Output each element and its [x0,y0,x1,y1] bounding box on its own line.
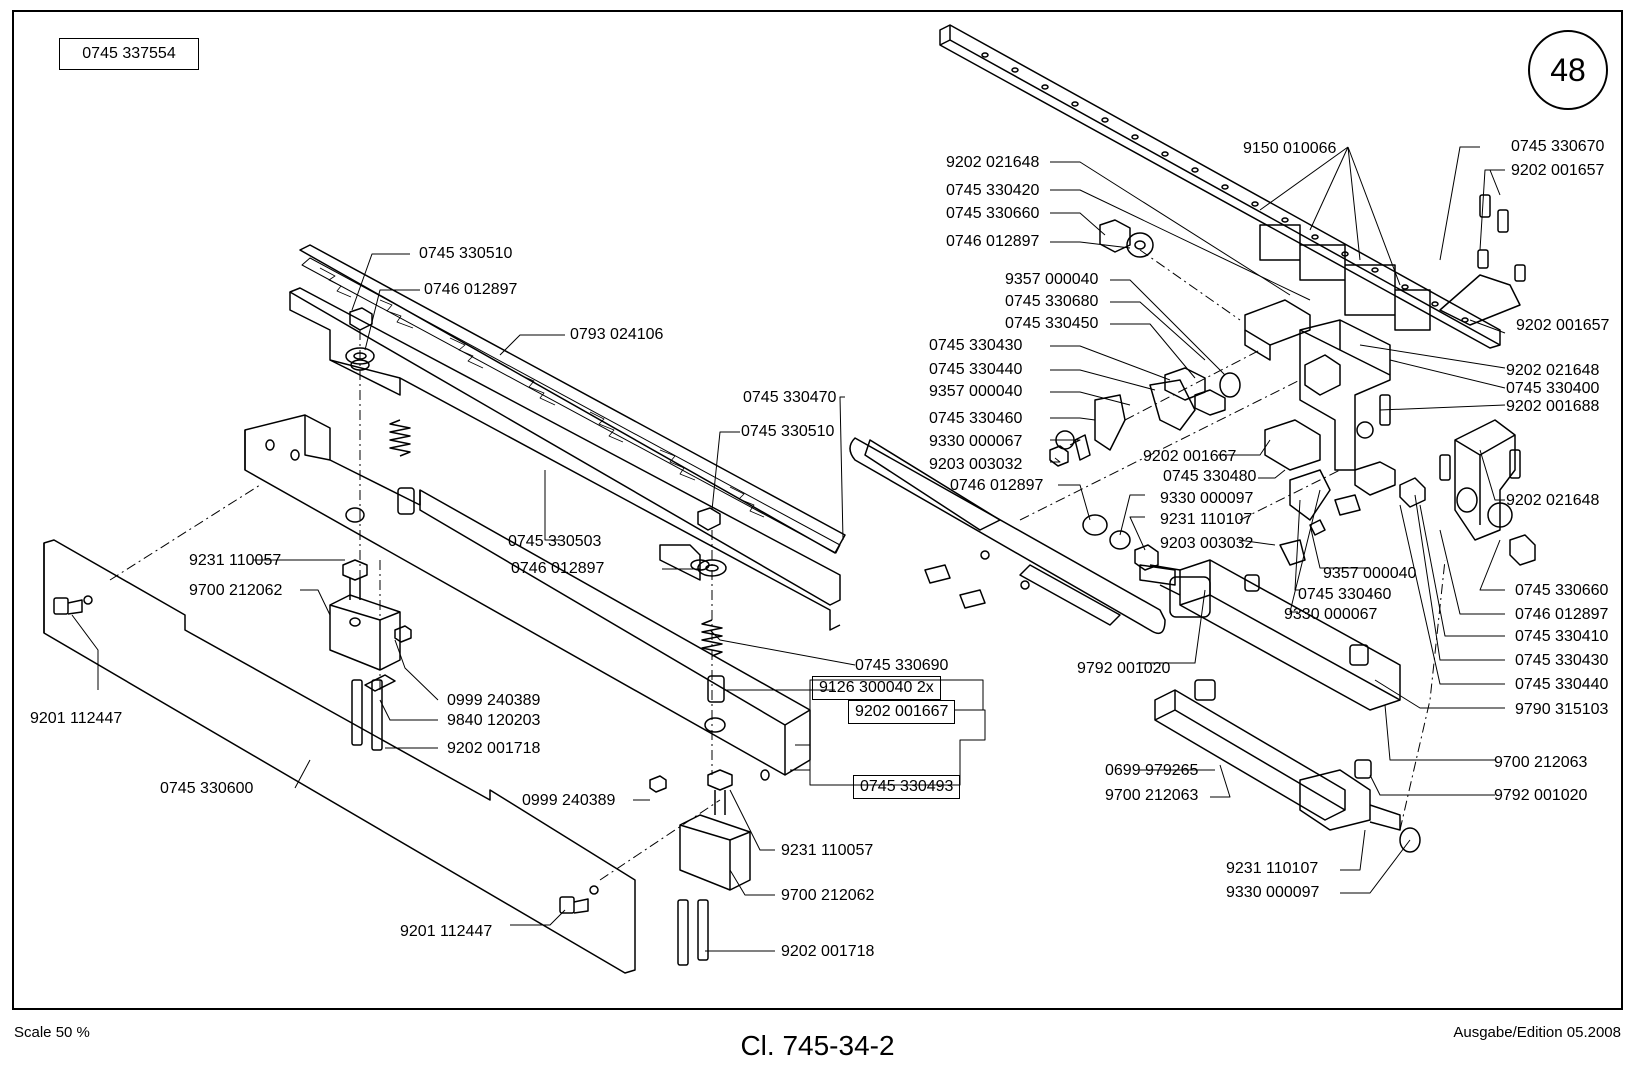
part-label: 9231 110107 [1160,511,1253,528]
part-label: 9330 000097 [1160,490,1254,507]
part-label: 9700 212063 [1494,754,1588,771]
part-label: 0745 330660 [1515,582,1609,599]
base-bar-part [244,414,811,781]
part-label: 0746 012897 [1515,606,1609,623]
part-label: 9231 110057 [781,842,874,859]
part-label: 9840 120203 [447,712,541,729]
part-label: 9357 000040 [1323,565,1417,582]
front-plate-part [43,539,636,974]
part-label: 0745 330470 [743,389,837,406]
part-label: 0999 240389 [522,792,616,809]
part-label: 9700 212063 [1105,787,1199,804]
part-label: 0745 330510 [419,245,513,262]
right-bracket-part [1454,419,1516,541]
part-label: 0745 330410 [1515,628,1609,645]
drawing-frame [12,10,1623,1010]
left-assembly [43,244,846,974]
part-label: 0745 330440 [1515,676,1609,693]
edition-note: Ausgabe/Edition 05.2008 [1453,1024,1621,1041]
guide-rail-part [289,287,841,631]
part-label: 9700 212062 [189,582,283,599]
part-label: 9357 000040 [1005,271,1099,288]
part-label: 0745 330600 [160,780,254,797]
part-label: 0793 024106 [570,326,664,343]
part-label: 0745 330450 [1005,315,1099,332]
part-label: 0746 012897 [946,233,1040,250]
part-label: 0745 330503 [508,533,602,550]
part-label: 9202 001657 [1511,162,1605,179]
part-label: 0745 330460 [929,410,1023,427]
part-label: 9357 000040 [929,383,1023,400]
part-label: 9202 001718 [447,740,541,757]
pneumatic-cylinders [1139,559,1421,853]
mounting-bracket-part [1244,299,1391,471]
part-label: 0999 240389 [447,692,541,709]
part-label: 9202 021648 [946,154,1040,171]
right-assembly [849,24,1536,853]
part-label: 9330 000067 [929,433,1023,450]
part-label: 0745 330690 [855,657,949,674]
part-label: 9202 021648 [1506,492,1600,509]
part-label: 9202 001688 [1506,398,1600,415]
page-number-circle: 48 [1528,30,1608,110]
right-center-lines [1019,249,1446,831]
part-label: 9203 003032 [1160,535,1254,552]
part-label: 0745 330460 [1298,586,1392,603]
part-label: 0745 330430 [929,337,1023,354]
upper-rail-part [299,244,846,554]
part-label-boxed: 0745 330493 [853,775,961,799]
left-center-lines [109,330,721,881]
part-label-boxed: 9126 300040 2x [812,676,941,700]
part-label: 9231 110107 [1226,860,1319,877]
part-label: 0745 330430 [1515,652,1609,669]
slotted-link-part [849,437,1166,635]
part-label: 0746 012897 [950,477,1044,494]
part-label: 9790 315103 [1515,701,1609,718]
part-label: 9792 001020 [1077,660,1171,677]
part-label: 9202 021648 [1506,362,1600,379]
part-label: 9792 001020 [1494,787,1588,804]
part-label: 9330 000067 [1284,606,1378,623]
right-fasteners [924,194,1536,609]
part-label: 9700 212062 [781,887,875,904]
part-label: 0745 330680 [1005,293,1099,310]
drawing-title: Cl. 745-34-2 [740,1030,895,1061]
part-label: 9202 001667 [1143,448,1237,465]
document-number-box: 0745 337554 [59,38,199,70]
part-label: 0745 330400 [1506,380,1600,397]
part-label: 9203 003032 [929,456,1023,473]
part-label: 9202 001657 [1516,317,1610,334]
scale-note: Scale 50 % [14,1024,90,1041]
leader-lines [71,146,1506,952]
part-label: 0745 330670 [1511,138,1605,155]
part-label: 0746 012897 [511,560,605,577]
part-label-boxed: 9202 001667 [848,700,956,724]
part-label: 0745 330660 [946,205,1040,222]
part-label: 9201 112447 [30,710,123,727]
part-label: 9231 110057 [189,552,282,569]
part-label: 9330 000097 [1226,884,1320,901]
part-label: 9201 112447 [400,923,493,940]
long-rail-part [939,24,1501,349]
part-label: 9150 010066 [1243,140,1337,157]
part-label: 0745 330420 [946,182,1040,199]
part-label: 0745 330510 [741,423,835,440]
part-label: 0699 979265 [1105,762,1199,779]
part-label: 0745 330480 [1163,468,1257,485]
left-fasteners [329,307,751,966]
part-label: 0746 012897 [424,281,518,298]
part-label: 0745 330440 [929,361,1023,378]
part-label: 9202 001718 [781,943,875,960]
